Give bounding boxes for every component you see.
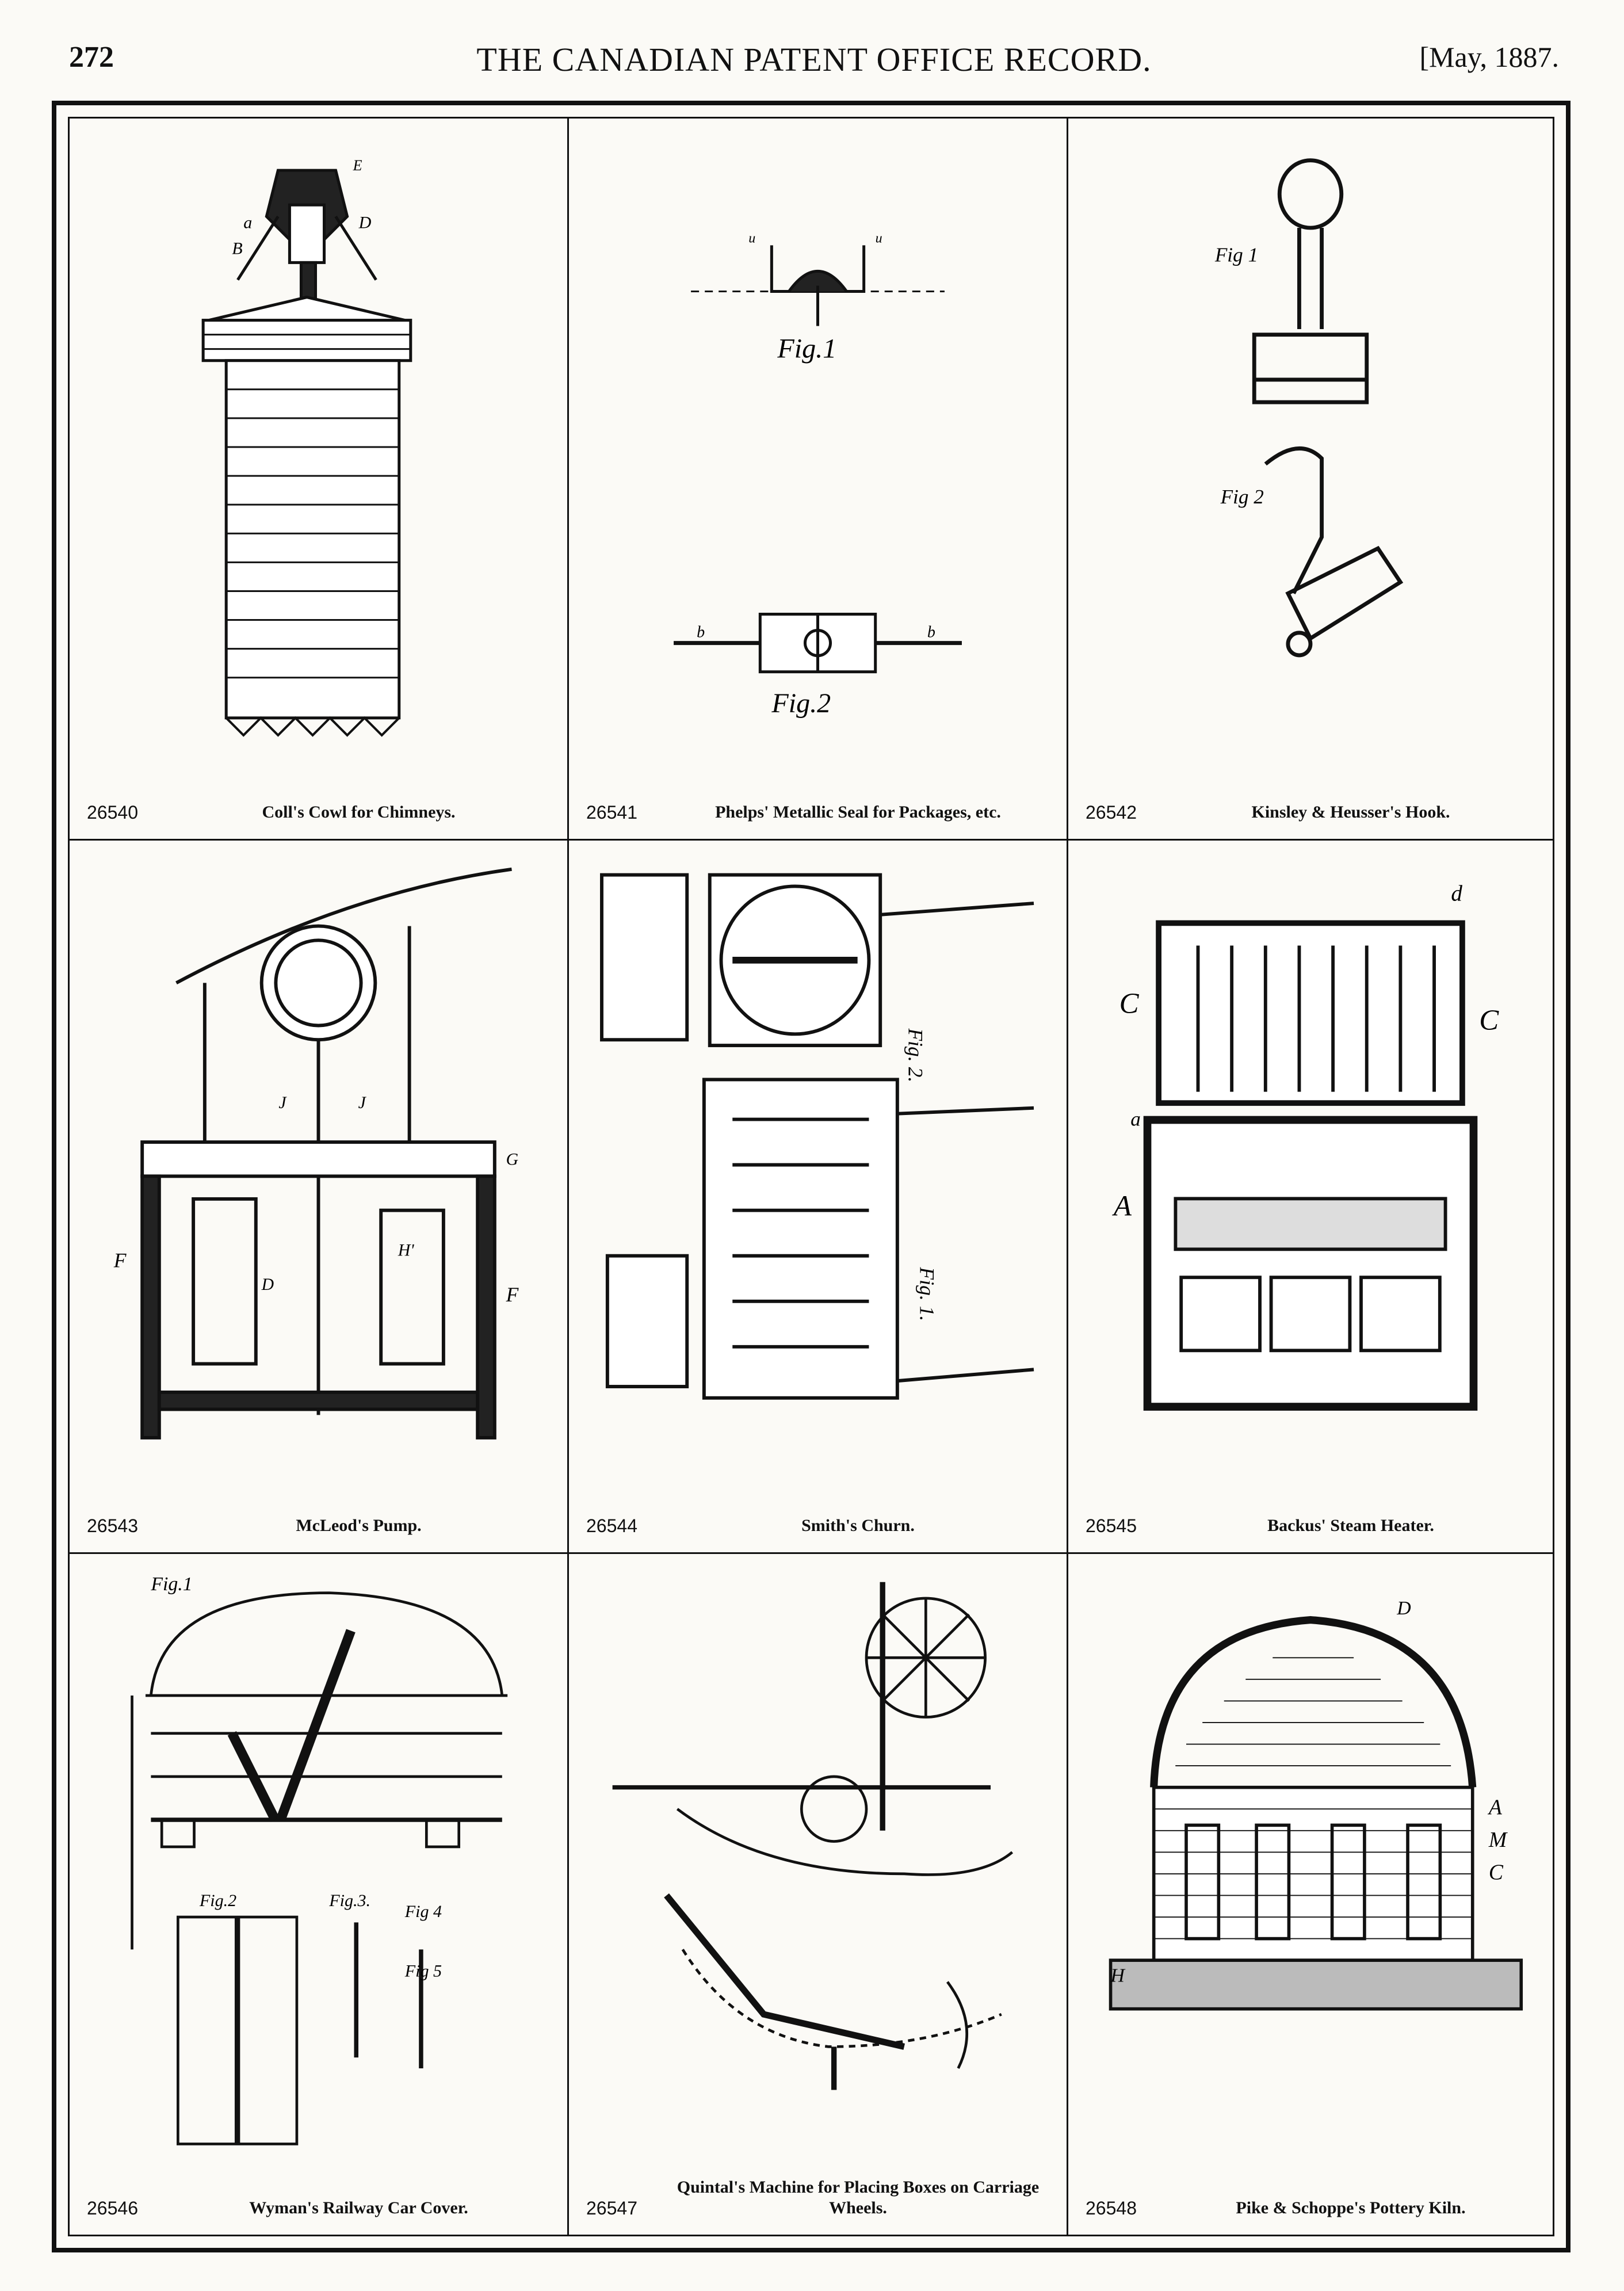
chimney-cowl-drawing: a D B E: [87, 136, 550, 770]
patent-title: McLeod's Pump.: [296, 1516, 422, 1535]
churn-drawing: Fig. 2. Fig. 1.: [586, 858, 1049, 1483]
svg-text:H': H': [398, 1242, 414, 1260]
pottery-kiln-drawing: A M C H D: [1086, 1571, 1535, 2166]
svg-text:H: H: [1110, 1965, 1126, 1987]
patent-number: 26544: [586, 1515, 637, 1536]
page-header: 272 THE CANADIAN PATENT OFFICE RECORD. […: [69, 40, 1559, 92]
patent-caption: 26540 Coll's Cowl for Chimneys.: [87, 802, 550, 823]
patent-cell-26544: Fig. 2. Fig. 1. 26544 Smith's Churn.: [569, 841, 1068, 1554]
patent-title: Kinsley & Heusser's Hook.: [1251, 803, 1450, 822]
box-placing-machine-drawing: [586, 1571, 1049, 2166]
patent-title: Pike & Schoppe's Pottery Kiln.: [1236, 2198, 1466, 2217]
svg-text:D: D: [358, 212, 372, 232]
patent-title: Wyman's Railway Car Cover.: [249, 2198, 468, 2217]
svg-text:F: F: [506, 1283, 519, 1306]
svg-text:A: A: [1487, 1796, 1503, 1820]
svg-text:a: a: [243, 212, 252, 232]
patent-title: Smith's Churn.: [801, 1516, 915, 1535]
patent-caption: 26548 Pike & Schoppe's Pottery Kiln.: [1086, 2198, 1535, 2219]
patent-grid: a D B E 26540 Coll's Cowl for Chimneys.: [68, 117, 1554, 2236]
patent-cell-26542: Fig 1 Fig 2 26542 Kinsley & Heusser's Ho…: [1068, 119, 1553, 841]
svg-text:Fig. 2.: Fig. 2.: [904, 1028, 927, 1082]
svg-text:B: B: [232, 238, 242, 258]
svg-text:b: b: [697, 624, 705, 642]
svg-text:A: A: [1112, 1190, 1132, 1222]
svg-text:u: u: [748, 231, 755, 246]
page-number: 272: [69, 41, 114, 74]
patent-number: 26541: [586, 802, 637, 823]
patent-title: Backus' Steam Heater.: [1267, 1516, 1434, 1535]
svg-text:C: C: [1119, 987, 1140, 1020]
svg-text:D: D: [261, 1276, 274, 1294]
patent-caption: 26541 Phelps' Metallic Seal for Packages…: [586, 802, 1049, 823]
svg-text:u: u: [876, 231, 882, 246]
svg-text:G: G: [506, 1151, 518, 1169]
patent-caption: 26543 McLeod's Pump.: [87, 1515, 550, 1536]
patent-cell-26541: Fig.1 Fig.2 u u b b 26541 Phelps' Metall…: [569, 119, 1068, 841]
patent-number: 26542: [1086, 802, 1137, 823]
svg-text:b: b: [927, 624, 935, 642]
page-frame: a D B E 26540 Coll's Cowl for Chimneys.: [52, 101, 1570, 2252]
svg-text:D: D: [1396, 1598, 1411, 1619]
patent-cell-26545: C C A a d 26545 Backus' Steam Heater.: [1068, 841, 1553, 1554]
metallic-seal-drawing: Fig.1 Fig.2 u u b b: [586, 136, 1049, 770]
patent-title: Coll's Cowl for Chimneys.: [262, 803, 456, 822]
patent-caption: 26545 Backus' Steam Heater.: [1086, 1515, 1535, 1536]
svg-text:E: E: [353, 157, 362, 174]
svg-text:d: d: [1451, 881, 1462, 906]
svg-text:Fig. 1.: Fig. 1.: [915, 1266, 938, 1321]
patent-cell-26540: a D B E 26540 Coll's Cowl for Chimneys.: [70, 119, 569, 841]
patent-title: Quintal's Machine for Placing Boxes on C…: [677, 2178, 1040, 2217]
patent-title: Phelps' Metallic Seal for Packages, etc.: [715, 803, 1001, 822]
svg-text:F: F: [113, 1248, 127, 1271]
hook-drawing: Fig 1 Fig 2: [1086, 136, 1535, 770]
publication-title: THE CANADIAN PATENT OFFICE RECORD.: [476, 41, 1152, 78]
svg-text:C: C: [1489, 1861, 1504, 1884]
fig-1-label: Fig.1: [777, 334, 836, 364]
fig-3-label: Fig.3.: [328, 1891, 370, 1910]
svg-text:J: J: [278, 1094, 287, 1112]
fig-1-label: Fig.1: [150, 1574, 192, 1595]
patent-cell-26543: F F D H' G J J 26543 McLeod's Pump.: [70, 841, 569, 1554]
svg-text:C: C: [1479, 1004, 1499, 1036]
patent-number: 26545: [1086, 1515, 1137, 1536]
fig-2-label: Fig.2: [771, 688, 831, 719]
patent-caption: 26542 Kinsley & Heusser's Hook.: [1086, 802, 1535, 823]
pump-drawing: F F D H' G J J: [87, 858, 550, 1483]
svg-text:a: a: [1130, 1108, 1141, 1130]
svg-text:Fig 2: Fig 2: [1220, 486, 1264, 508]
patent-cell-26547: 26547 Quintal's Machine for Placing Boxe…: [569, 1554, 1068, 2235]
patent-cell-26546: Fig.1 Fig.2 Fig.3. Fig 4 Fig 5 26546 Wym…: [70, 1554, 569, 2235]
railway-car-cover-drawing: Fig.1 Fig.2 Fig.3. Fig 4 Fig 5: [87, 1571, 550, 2166]
svg-text:M: M: [1488, 1828, 1508, 1852]
patent-number: 26540: [87, 802, 138, 823]
patent-number: 26546: [87, 2198, 138, 2219]
issue-date: [May, 1887.: [1419, 41, 1559, 73]
patent-cell-26548: A M C H D 26548 Pike & Schoppe's Pottery…: [1068, 1554, 1553, 2235]
patent-number: 26548: [1086, 2198, 1137, 2219]
patent-number: 26547: [586, 2198, 637, 2219]
steam-heater-drawing: C C A a d: [1086, 858, 1535, 1483]
fig-2-label: Fig.2: [199, 1891, 236, 1910]
fig-4-label: Fig 4: [404, 1901, 442, 1921]
patent-caption: 26544 Smith's Churn.: [586, 1515, 1049, 1536]
svg-text:J: J: [358, 1094, 367, 1112]
patent-number: 26543: [87, 1515, 138, 1536]
fig-5-label: Fig 5: [404, 1961, 442, 1980]
patent-caption: 26546 Wyman's Railway Car Cover.: [87, 2198, 550, 2219]
svg-text:Fig 1: Fig 1: [1214, 244, 1258, 266]
patent-caption: 26547 Quintal's Machine for Placing Boxe…: [586, 2177, 1049, 2219]
